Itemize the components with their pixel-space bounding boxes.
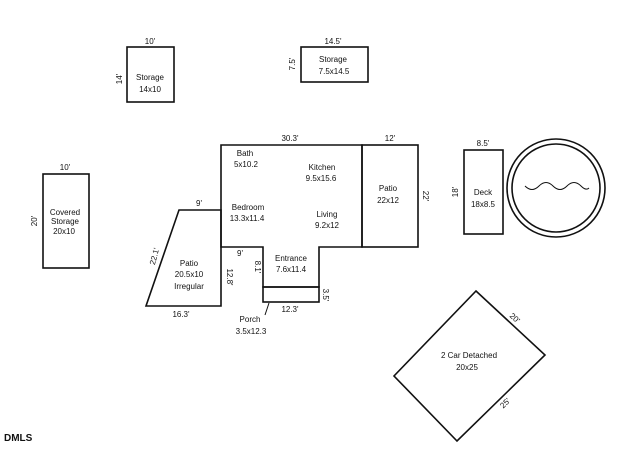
storage-2-depth-dim: 7.5' bbox=[288, 57, 297, 70]
porch-size: 3.5x12.3 bbox=[236, 327, 267, 336]
patio-right-top-dim: 12' bbox=[385, 134, 396, 143]
covered-storage-width-dim: 10' bbox=[60, 163, 71, 172]
mls-watermark: DMLS bbox=[4, 433, 33, 444]
patio-irregular-outline bbox=[144, 209, 222, 307]
patio-irregular-bottom-dim: 16.3' bbox=[172, 310, 190, 319]
porch-leader-line bbox=[264, 302, 270, 316]
living-name: Living bbox=[317, 210, 338, 219]
deck-outline bbox=[463, 149, 504, 235]
entrance-top-dim: 9' bbox=[237, 249, 243, 258]
deck: 8.5' 18' Deck 18x8.5 bbox=[451, 139, 504, 235]
covered-storage-name-line2: Storage bbox=[51, 217, 80, 226]
storage-2-size: 7.5x14.5 bbox=[319, 67, 350, 76]
porch-name: Porch bbox=[240, 315, 261, 324]
entrance-size: 7.6x11.4 bbox=[276, 265, 307, 274]
storage-1-size: 14x10 bbox=[139, 85, 161, 94]
storage-2-name: Storage bbox=[319, 55, 348, 64]
patio-irregular-left-dim: 22.1' bbox=[148, 246, 161, 265]
covered-storage-size: 20x10 bbox=[53, 227, 75, 236]
covered-storage-outline bbox=[42, 173, 90, 269]
pool bbox=[506, 138, 606, 238]
storage-building-2: 14.5' 7.5' Storage 7.5x14.5 bbox=[288, 37, 369, 83]
kitchen-size: 9.5x15.6 bbox=[306, 174, 337, 183]
patio-right: 12' 22' Patio 22x12 bbox=[361, 134, 430, 248]
kitchen-name: Kitchen bbox=[309, 163, 336, 172]
storage-2-width-dim: 14.5' bbox=[324, 37, 342, 46]
garage-name: 2 Car Detached bbox=[441, 351, 497, 360]
bedroom-size: 13.3x11.4 bbox=[230, 214, 265, 223]
covered-storage-depth-dim: 20' bbox=[30, 215, 39, 226]
porch-width-dim: 12.3' bbox=[281, 305, 299, 314]
patio-irregular-name: Patio bbox=[180, 259, 199, 268]
patio-irregular: 9' 22.1' 12.8' 16.3' Patio 20.5x10 Irreg… bbox=[144, 199, 234, 319]
patio-irregular-top-dim: 9' bbox=[196, 199, 202, 208]
main-house: 30.3' Bath 5x10.2 Kitchen 9.5x15.6 Bedro… bbox=[220, 134, 363, 288]
storage-2-outline bbox=[300, 46, 369, 83]
porch: 12.3' 3.5' Porch 3.5x12.3 bbox=[236, 286, 330, 336]
entrance-name: Entrance bbox=[275, 254, 308, 263]
storage-1-outline bbox=[126, 46, 175, 103]
patio-right-outline bbox=[361, 144, 419, 248]
patio-right-name: Patio bbox=[379, 184, 398, 193]
bath-size: 5x10.2 bbox=[234, 160, 259, 169]
pool-water-wave-icon bbox=[524, 182, 590, 190]
main-house-top-dim: 30.3' bbox=[281, 134, 299, 143]
porch-outline bbox=[262, 286, 320, 303]
bath-name: Bath bbox=[237, 149, 253, 158]
covered-storage-name-line1: Covered bbox=[50, 208, 80, 217]
storage-building-1: 10' 14' Storage 14x10 bbox=[115, 37, 175, 103]
storage-1-name: Storage bbox=[136, 73, 165, 82]
covered-storage: 10' 20' Covered Storage 20x10 bbox=[30, 163, 90, 269]
deck-size: 18x8.5 bbox=[471, 200, 496, 209]
porch-depth-dim: 3.5' bbox=[321, 289, 330, 302]
pool-inner-ring bbox=[511, 143, 601, 233]
patio-right-size: 22x12 bbox=[377, 196, 399, 205]
garage-outline bbox=[392, 289, 547, 443]
storage-1-depth-dim: 14' bbox=[115, 73, 124, 84]
entrance-left-dim: 8.1' bbox=[253, 261, 262, 274]
living-size: 9.2x12 bbox=[315, 221, 340, 230]
garage-size: 20x25 bbox=[456, 363, 478, 372]
deck-name: Deck bbox=[474, 188, 493, 197]
patio-irregular-size: 20.5x10 bbox=[175, 270, 204, 279]
patio-irregular-shape-label: Irregular bbox=[174, 282, 204, 291]
patio-right-side-dim: 22' bbox=[421, 191, 430, 202]
pool-outer-ring bbox=[506, 138, 606, 238]
bedroom-name: Bedroom bbox=[232, 203, 265, 212]
deck-side-dim: 18' bbox=[451, 186, 460, 197]
storage-1-width-dim: 10' bbox=[145, 37, 156, 46]
garage-detached: 20' 25' 2 Car Detached 20x25 bbox=[392, 289, 547, 443]
patio-irregular-right-dim: 12.8' bbox=[225, 268, 234, 286]
deck-top-dim: 8.5' bbox=[477, 139, 490, 148]
